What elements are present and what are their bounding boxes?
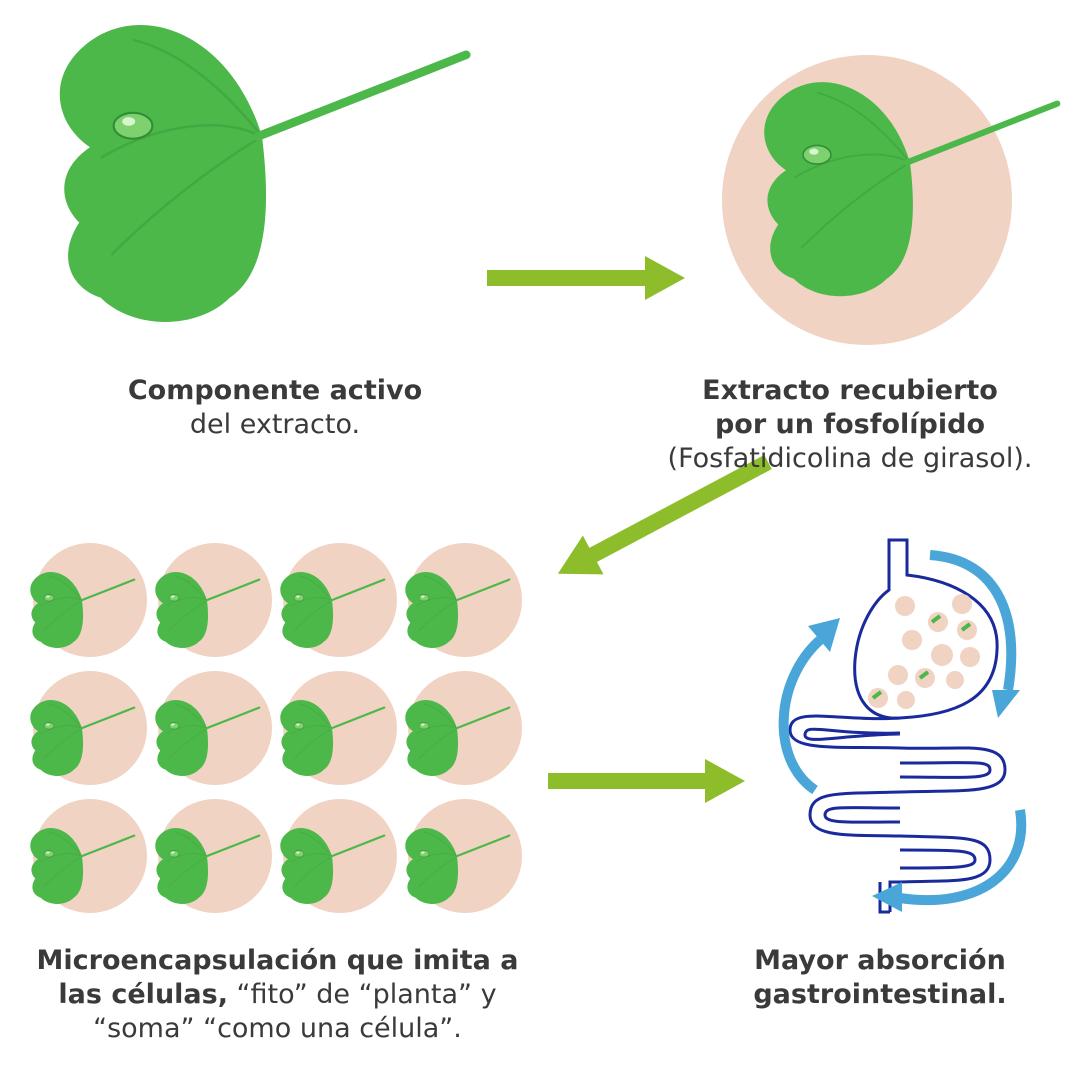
capsule-icon [722,55,1057,345]
capsule-icon [30,543,147,657]
caption-step-4-bold-2: gastrointestinal. [753,979,1007,1010]
caption-step-3-line-2: las células, “fito” de “planta” y [0,978,555,1012]
capsule-icon [405,799,522,913]
capsule-icon [280,799,397,913]
caption-step-2-text: (Fosfatidicolina de girasol). [667,443,1033,474]
capsule-icon [280,671,397,785]
caption-step-2-bold-1: Extracto recubierto [702,375,998,406]
flow-arrow-icon [487,256,685,300]
capsule-icon [155,799,272,913]
capsule-icon [30,799,147,913]
capsule-icon [155,671,272,785]
flow-arrow-icon [557,454,772,575]
caption-step-2-bold-2: por un fosfolípido [714,409,986,440]
caption-step-2: Extracto recubierto por un fosfolípido (… [640,374,1060,476]
caption-step-1-bold: Componente activo [127,375,423,406]
caption-step-4: Mayor absorción gastrointestinal. [700,944,1060,1012]
caption-step-3: Microencapsulación que imita a las célul… [0,944,555,1046]
caption-step-3-bold-2: las células, [58,979,228,1010]
caption-step-3-text-2: “fito” de “planta” y [227,979,497,1010]
caption-step-3-bold-1: Microencapsulación que imita a [36,945,519,976]
caption-step-1-text: del extracto. [189,409,361,440]
capsule-icon [405,543,522,657]
caption-step-3-text-3: “soma” “como una célula”. [93,1013,462,1044]
caption-step-1: Componente activo del extracto. [60,374,490,442]
capsule-grid [30,543,522,913]
capsule-icon [155,543,272,657]
capsule-icon [280,543,397,657]
capsule-icon [30,671,147,785]
capsule-icon [405,671,522,785]
intestine-icon [778,538,1027,914]
flow-arrow-icon [548,759,745,803]
caption-step-4-bold-1: Mayor absorción [754,945,1006,976]
ginkgo-leaf-icon [60,25,466,322]
